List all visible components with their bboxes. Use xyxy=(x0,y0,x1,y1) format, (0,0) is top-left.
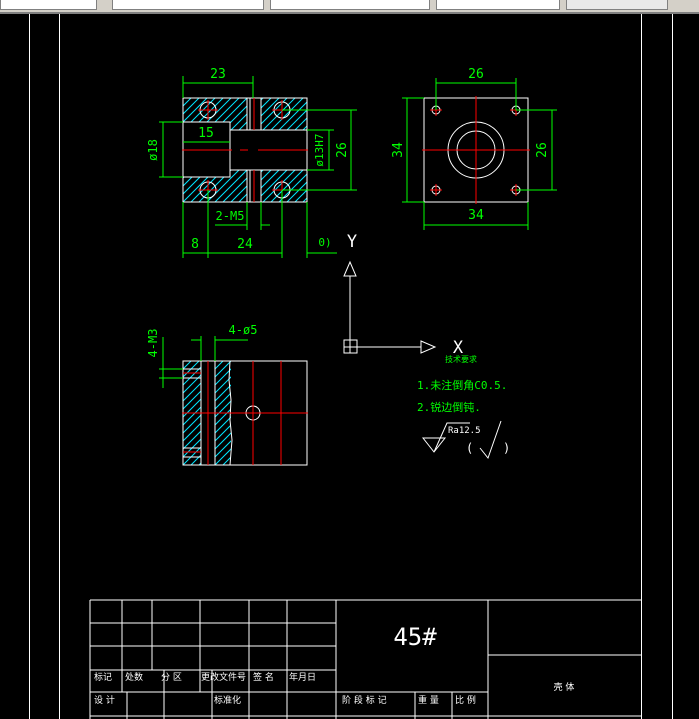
centerline xyxy=(422,96,530,204)
dim-26: 26 xyxy=(335,142,350,158)
tb-date: 年月日 xyxy=(289,671,316,683)
dim-8: 8 xyxy=(191,237,199,252)
dim-15: 15 xyxy=(198,126,214,141)
tb-design: 设 计 xyxy=(94,694,115,706)
toolbar-panel[interactable] xyxy=(436,0,560,10)
hatch-line xyxy=(278,98,307,202)
hatch-line xyxy=(183,98,216,202)
toolbar-panel[interactable] xyxy=(0,0,97,10)
dim-26-top: 26 xyxy=(468,67,484,82)
dim-4-m3: 4-M3 xyxy=(146,329,160,358)
hatch-line xyxy=(183,98,208,202)
notes-line-2: 2.锐边倒钝. xyxy=(417,400,481,414)
technical-notes: 技术要求 1.未注倒角C0.5. 2.锐边倒钝. Ra12.5 ( ) xyxy=(417,354,510,460)
dimensions: 26 34 26 34 xyxy=(391,67,557,230)
tb-material: 45# xyxy=(393,623,437,651)
toolbar-panel[interactable] xyxy=(112,0,264,10)
toolbar-panel[interactable] xyxy=(566,0,668,10)
dim-2-m5: 2-M5 xyxy=(216,209,245,223)
dim-4-dia-5: 4-ø5 xyxy=(229,323,258,337)
tb-sign: 签 名 xyxy=(253,671,274,683)
hatch-line xyxy=(262,98,307,202)
tb-part-name: 壳 体 xyxy=(554,681,575,693)
hatch-line xyxy=(183,98,184,202)
dim-34-bottom: 34 xyxy=(468,208,484,223)
dim-dia-13h7: ø13H7 xyxy=(313,133,326,166)
dim-24: 24 xyxy=(237,237,253,252)
tb-stage: 阶 段 标 记 xyxy=(342,694,387,706)
bottom-view[interactable]: 4-M3 4-ø5 xyxy=(79,323,327,466)
drawing-frame xyxy=(29,14,673,719)
dim-23: 23 xyxy=(210,67,226,82)
hatch-line xyxy=(183,98,224,202)
dim-dia-18: ø18 xyxy=(146,139,160,161)
dimensions: 4-M3 4-ø5 xyxy=(146,323,257,388)
tb-change-doc: 更改文件号 xyxy=(201,671,246,683)
dim-26-right: 26 xyxy=(535,142,550,158)
ucs-icon: Y X xyxy=(343,232,464,358)
roughness-symbol xyxy=(421,420,502,460)
hatch-line xyxy=(254,98,307,202)
side-view[interactable]: 26 34 26 34 xyxy=(391,67,557,230)
hatch-line xyxy=(183,361,192,465)
roughness-other: ( xyxy=(466,441,473,455)
toolbar-panel[interactable] xyxy=(270,0,430,10)
dimensions: 23 ø18 15 ø13H7 26 2-M5 8 24 0) xyxy=(146,67,357,258)
hatch-line xyxy=(183,98,192,202)
tb-scale: 比 例 xyxy=(455,694,476,706)
hatch-line xyxy=(286,98,307,202)
centerline xyxy=(182,98,308,202)
roughness-value: Ra12.5 xyxy=(448,426,481,436)
tb-zone: 分 区 xyxy=(161,672,182,683)
hatch-line xyxy=(206,361,231,465)
tb-count: 处数 xyxy=(125,671,143,683)
toolbar xyxy=(0,0,699,14)
dim-34-left: 34 xyxy=(391,142,406,158)
tb-standard: 标准化 xyxy=(214,694,241,706)
hatch-line xyxy=(183,361,184,465)
roughness-other-close: ) xyxy=(503,441,510,455)
ucs-y-label: Y xyxy=(347,232,357,252)
title-block: 标记 处数 分 区 更改文件号 签 名 年月日 设 计 标准化 阶 段 标 记 … xyxy=(89,599,641,719)
tb-weight: 重 量 xyxy=(418,694,439,706)
notes-title: 技术要求 xyxy=(445,354,477,364)
notes-line-1: 1.未注倒角C0.5. xyxy=(417,378,507,392)
ucs-x-label: X xyxy=(453,338,464,358)
hatch-line xyxy=(198,361,231,465)
centerline xyxy=(182,361,308,465)
front-section-view[interactable]: 23 ø18 15 ø13H7 26 2-M5 8 24 0) xyxy=(79,67,407,258)
dim-partial: 0) xyxy=(318,236,331,249)
tb-mark: 标记 xyxy=(94,671,112,683)
